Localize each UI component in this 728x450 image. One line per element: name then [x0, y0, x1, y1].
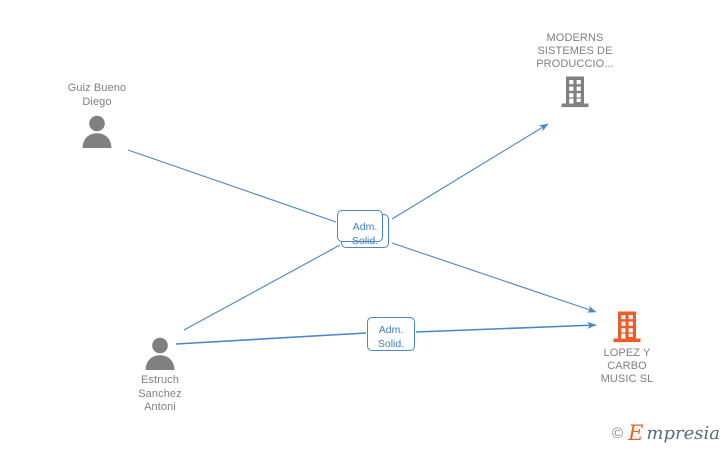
node-company-moderns-sistemes[interactable]: MODERNS SISTEMES DE PRODUCCIO...	[500, 32, 650, 109]
relation-box-lower-line2: Solid.	[377, 338, 405, 350]
watermark-brand-rest: mpresia	[646, 422, 720, 444]
copyright-icon: ©	[612, 425, 624, 442]
edge-estruch-to-lower-box	[175, 332, 367, 345]
relation-box-lower-line1: Adm.	[378, 324, 404, 336]
watermark-brand-initial: E	[628, 421, 644, 445]
relation-box-lower[interactable]: Adm. Solid.	[367, 317, 415, 351]
person-icon	[22, 112, 172, 148]
node-person-estruch-sanchez-antoni[interactable]: Estruch Sanchez Antoni	[85, 334, 235, 418]
empresia-watermark: © E mpresia	[612, 423, 720, 444]
relation-box-upper-line2: Solid.	[351, 235, 379, 247]
node-label-guiz-bueno-diego: Guiz Bueno Diego	[67, 82, 127, 108]
relation-box-upper[interactable]: Adm. Solid.	[337, 210, 389, 248]
edge-upper-box-to-moderns	[391, 123, 549, 220]
node-label-moderns-sistemes: MODERNS SISTEMES DE PRODUCCIO...	[536, 32, 614, 70]
edge-lower-box-to-lopez	[415, 321, 597, 333]
node-label-lopez-y-carbo-music-sl: LOPEZ Y CARBO MUSIC SL	[600, 347, 654, 385]
office-building-icon	[552, 310, 702, 344]
edge-estruch-to-upper-box	[183, 244, 341, 331]
node-label-estruch-sanchez-antoni: Estruch Sanchez Antoni	[138, 374, 182, 413]
relation-box-upper-line1: Adm.	[352, 221, 378, 233]
edge-upper-box-to-lopez	[391, 242, 597, 313]
edge-guiz-to-upper-box	[127, 149, 337, 223]
node-person-guiz-bueno-diego[interactable]: Guiz Bueno Diego	[22, 82, 172, 148]
node-company-lopez-y-carbo-music-sl[interactable]: LOPEZ Y CARBO MUSIC SL	[552, 310, 702, 386]
person-icon	[85, 334, 235, 370]
office-building-icon	[500, 75, 650, 109]
